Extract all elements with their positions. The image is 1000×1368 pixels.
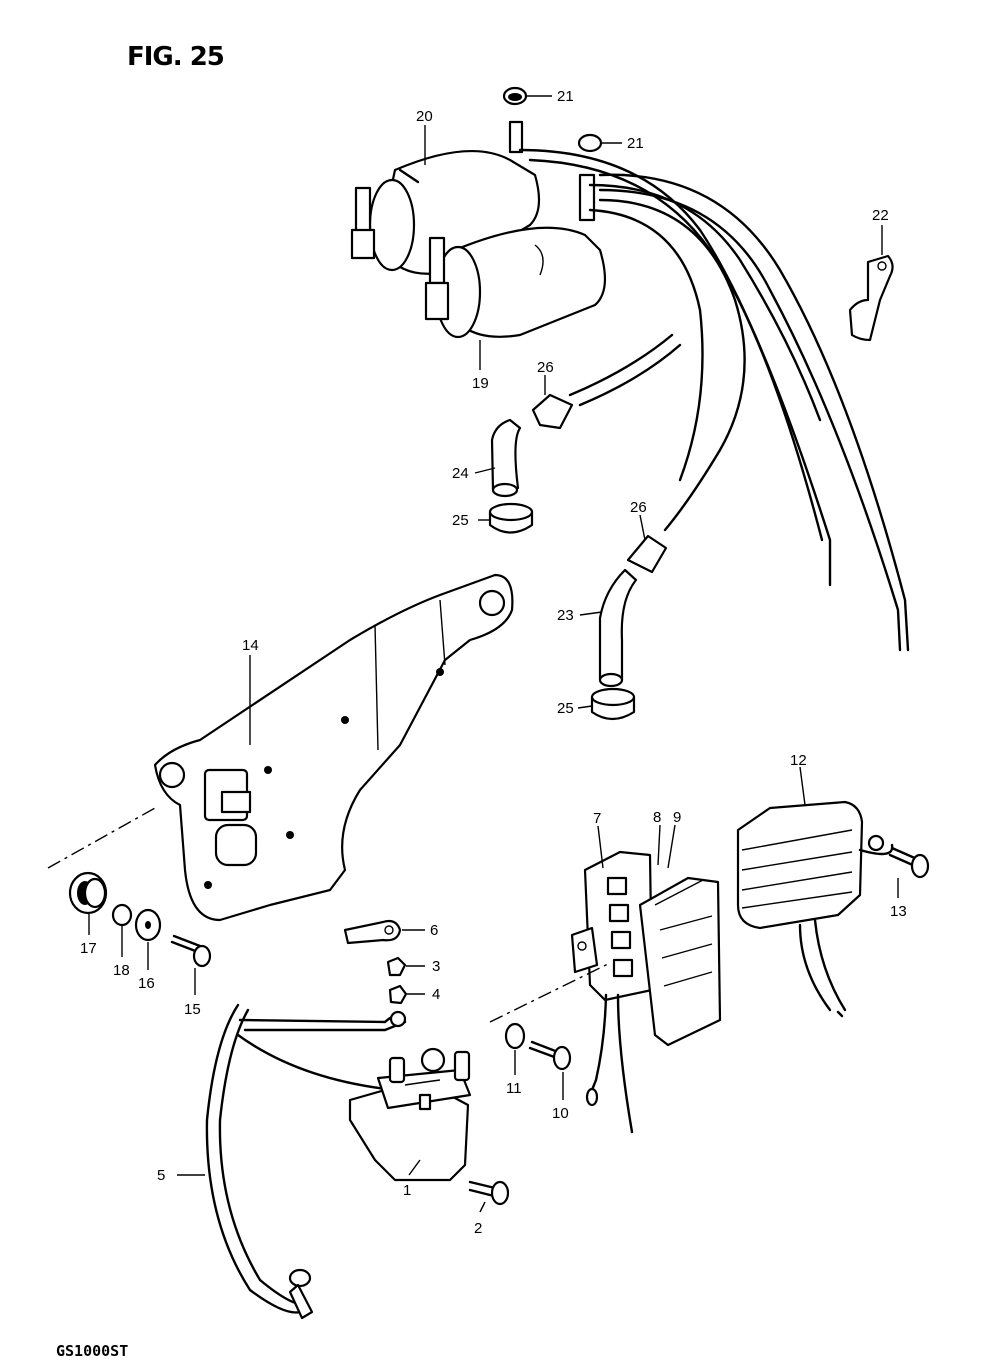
callout-23: 23 [557,607,574,624]
washer-16 [134,908,162,942]
spark-plug-cap-24 [490,418,522,498]
lead-clamp-22 [848,254,894,342]
nut-21-upper [502,86,528,106]
spark-plug-cap-23 [598,568,638,688]
seal-25-lower [590,687,636,721]
callout-15: 15 [184,1001,201,1018]
washer-11 [504,1022,526,1050]
cap-26-upper [531,393,574,430]
callout-18: 18 [113,962,130,979]
fuse-box-7 [570,850,654,1134]
callout-1: 1 [403,1182,411,1199]
nut-3 [386,956,407,977]
callout-22: 22 [872,207,889,224]
fuse-box-cover-8-9 [638,876,722,1047]
callout-26-upper: 26 [537,359,554,376]
callout-3: 3 [432,958,440,975]
callout-4: 4 [432,986,440,1003]
callout-10: 10 [552,1105,569,1122]
high-tension-leads [518,148,910,652]
screw-10 [528,1040,572,1071]
collar-18 [111,903,133,927]
cap-26-lower [626,534,668,574]
callout-5: 5 [157,1167,165,1184]
nut-4 [388,984,408,1005]
callout-6: 6 [430,922,438,939]
callout-19: 19 [472,375,489,392]
callout-20: 20 [416,108,433,125]
callout-17: 17 [80,940,97,957]
callout-8: 8 [653,809,661,826]
starter-relay-1 [348,1047,472,1182]
callout-7: 7 [593,810,601,827]
voltage-regulator-12 [736,800,894,1018]
callout-9: 9 [673,809,681,826]
callout-16: 16 [138,975,155,992]
callout-24: 24 [452,465,469,482]
mounting-bracket-14 [153,573,514,922]
callout-14: 14 [242,637,259,654]
callout-12: 12 [790,752,807,769]
callout-13: 13 [890,903,907,920]
model-code: GS1000ST [56,1342,129,1360]
terminal-cover-6 [343,919,402,945]
leader-lines [88,95,899,1213]
starter-cable-5 [205,1003,407,1320]
ignition-coil-rear [350,120,541,275]
callout-numbers: 21 21 20 22 19 26 24 25 26 23 25 14 12 7… [80,88,907,1237]
ignition-coil-front [424,173,607,339]
callout-2: 2 [474,1220,482,1237]
seal-25-upper [488,502,534,534]
callout-25-lower: 25 [557,700,574,717]
callout-21-upper: 21 [557,88,574,105]
nut-21-lower [577,133,603,153]
callout-21-lower: 21 [627,135,644,152]
bolt-15 [170,934,212,968]
callout-25-upper: 25 [452,512,469,529]
screw-13 [888,846,930,879]
callout-11: 11 [506,1080,522,1097]
screw-2 [468,1180,510,1206]
grommet-17 [68,871,108,915]
figure-title: FIG. 25 [127,42,225,72]
callout-26-lower: 26 [630,499,647,516]
